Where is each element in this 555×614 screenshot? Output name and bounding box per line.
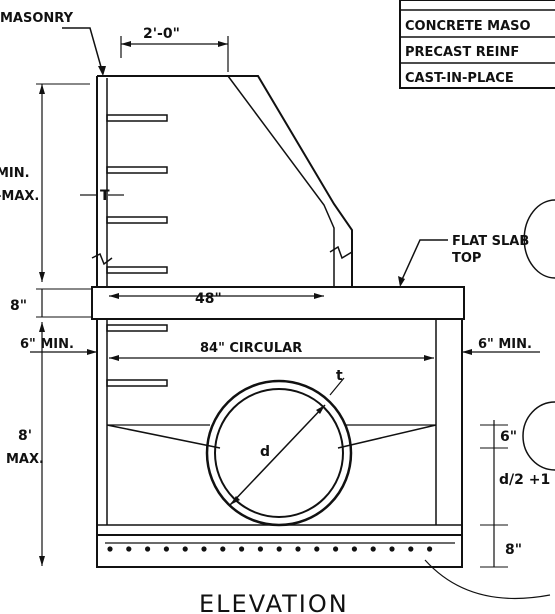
rebar-dot [239,546,245,552]
break-line-left [91,252,113,266]
break-line-right [329,245,353,260]
rebar-dot [370,546,376,552]
label-max-height-1: 8' [18,428,32,444]
label-max-height-2: MAX. [6,452,44,467]
rebar-dot [389,546,395,552]
riser-wall [91,75,353,287]
rebar-dot [408,546,414,552]
label-flat-slab-1: FLAT SLAB [452,234,529,249]
rebar-dot [314,546,320,552]
materials-row-2: PRECAST REINF [405,45,519,60]
label-min-left: MIN. [0,166,30,181]
rebar-dot [257,546,263,552]
label-dim-8-base: 8" [505,542,522,558]
label-masonry: MASONRY [0,11,74,26]
label-slab-thickness: 8" [10,298,27,314]
label-width-top: 2'-0" [143,26,180,42]
materials-row-1: CONCRETE MASO [405,19,531,34]
label-diameter-84: 84" CIRCULAR [200,341,302,356]
pipe-diameter-line [229,404,326,506]
rebar-dot [145,546,151,552]
materials-row-3: CAST-IN-PLACE [405,71,514,86]
rebar-dot [295,546,301,552]
rebar-dot [427,546,433,552]
label-opening-48: 48" [195,291,222,307]
label-pipe-t: t [336,368,343,384]
pipe-inner [214,388,344,518]
label-flat-slab-2: TOP [452,251,481,266]
rebar-dot [182,546,188,552]
rebar-dot [107,546,113,552]
base-slab [96,534,463,568]
materials-table: CONCRETE MASO PRECAST REINF CAST-IN-PLAC… [399,0,555,89]
rebar-dot [276,546,282,552]
detail-callout-upper [523,199,555,279]
label-max-left: -MAX. [0,189,39,204]
rebar-dot [201,546,207,552]
label-dim-6: 6" [500,429,517,445]
pipe-outer [205,379,353,527]
rebar-dot [333,546,339,552]
pipe-section [205,377,353,527]
dimensions [30,27,540,568]
materials-table-frame [399,0,555,89]
flat-slab-top [91,286,465,320]
label-min6-left: 6" MIN. [20,337,74,352]
label-dim-d2: d/2 +1 [499,472,550,488]
detail-callout-base [424,559,551,600]
rebar-dot [126,546,132,552]
rebar-dot [220,546,226,552]
label-pipe-d: d [260,444,270,460]
rebar-dot [163,546,169,552]
label-min6-right: 6" MIN. [478,337,532,352]
drawing-title: ELEVATION [199,590,349,614]
ladder-rungs [106,114,168,387]
rebar-dots [107,546,433,552]
rebar-dot [351,546,357,552]
label-wall-thickness: T [100,188,110,204]
detail-callout-lower [522,401,555,471]
